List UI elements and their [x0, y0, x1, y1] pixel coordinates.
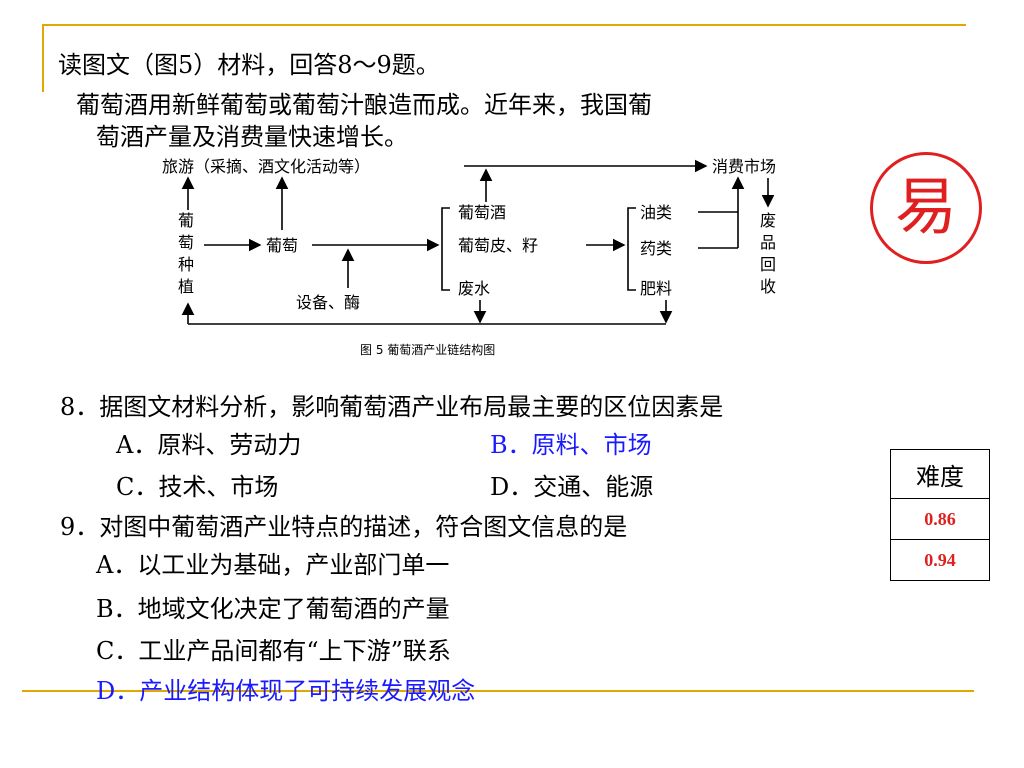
question-9-option-c: C．工业产品间都有“上下游”联系 — [96, 637, 451, 665]
question-8-option-d: D．交通、能源 — [490, 473, 654, 501]
intro-title: 读图文（图5）材料，回答8～9题。 — [58, 51, 440, 79]
top-rule — [42, 24, 966, 26]
question-8-stem: 8．据图文材料分析，影响葡萄酒产业布局最主要的区位因素是 — [60, 393, 724, 421]
node-skin-seed: 葡萄皮、籽 — [458, 236, 538, 255]
node-waste-water: 废水 — [458, 279, 490, 298]
node-grape: 葡萄 — [266, 236, 298, 255]
node-grape-growing-3: 种 — [178, 255, 194, 274]
question-8-option-b: B．原料、市场 — [490, 431, 652, 459]
difficulty-value-q9: 0.94 — [890, 539, 990, 581]
intro-text-line1: 葡萄酒用新鲜葡萄或葡萄汁酿造而成。近年来，我国葡 — [76, 91, 652, 119]
difficulty-table: 难度 0.86 0.94 — [890, 449, 990, 581]
question-8-option-c: C．技术、市场 — [116, 473, 279, 501]
question-8-option-a: A．原料、劳动力 — [116, 431, 302, 459]
diagram-caption: 图 5 葡萄酒产业链结构图 — [360, 342, 495, 357]
node-recycling-2: 品 — [760, 233, 776, 252]
difficulty-value-q8: 0.86 — [890, 498, 990, 540]
difficulty-header: 难度 — [890, 449, 990, 499]
node-fertilizer: 肥料 — [640, 279, 672, 298]
node-recycling-4: 收 — [760, 277, 776, 296]
question-9-option-b: B．地域文化决定了葡萄酒的产量 — [96, 595, 450, 623]
node-medicine: 药类 — [640, 239, 672, 258]
intro-text-line2: 萄酒产量及消费量快速增长。 — [96, 123, 408, 151]
node-grape-growing-4: 植 — [178, 277, 194, 296]
question-9-option-a: A．以工业为基础，产业部门单一 — [96, 551, 450, 579]
industry-chain-diagram: 旅游（采摘、酒文化活动等） 消费市场 葡 萄 种 植 葡萄 设备、酶 葡萄酒 葡… — [162, 157, 776, 357]
difficulty-stamp: 易 — [870, 152, 982, 264]
question-9-stem: 9．对图中葡萄酒产业特点的描述，符合图文信息的是 — [60, 513, 628, 541]
node-tourism: 旅游（采摘、酒文化活动等） — [162, 157, 370, 176]
bracket-secondary — [627, 207, 636, 291]
node-grape-growing-2: 萄 — [178, 233, 194, 252]
bottom-rule — [22, 690, 974, 692]
bracket-processing — [441, 207, 450, 291]
node-oils: 油类 — [640, 203, 672, 222]
left-rule — [42, 24, 44, 92]
node-equipment: 设备、酶 — [296, 293, 360, 312]
node-recycling-3: 回 — [760, 255, 776, 274]
node-grape-growing-1: 葡 — [178, 211, 194, 230]
node-wine: 葡萄酒 — [458, 203, 506, 222]
node-recycling-1: 废 — [760, 211, 776, 230]
node-consumer-market: 消费市场 — [712, 157, 776, 176]
question-9-option-d: D．产业结构体现了可持续发展观念 — [96, 677, 476, 705]
